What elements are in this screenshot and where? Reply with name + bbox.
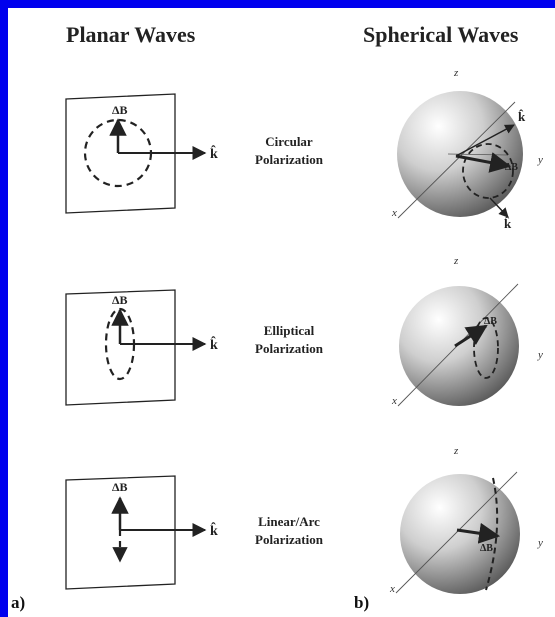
row2-label: Elliptical Polarization (229, 322, 349, 358)
delta-b-label: ΔB (112, 293, 128, 307)
delta-b-label: ΔB (484, 316, 497, 327)
elliptical-path (473, 317, 499, 379)
circular-path (462, 143, 514, 199)
row1-label-line2: Polarization (255, 152, 323, 167)
y-axis-label: y (537, 154, 543, 166)
x-axis-label: x (389, 583, 395, 595)
x-axis-label: x (391, 395, 397, 407)
delta-b-label: ΔB (480, 543, 493, 554)
sphere-elliptical: ΔB z y x (391, 255, 543, 407)
figure-panel: Planar Waves Spherical Waves Circular Po… (8, 8, 555, 617)
k-label-2: k̂ (504, 216, 512, 231)
row2-label-line1: Elliptical (263, 323, 315, 338)
y-axis-label: y (537, 537, 543, 549)
x-axis-label: x (391, 207, 397, 219)
delta-b-arrow (455, 152, 512, 173)
k-arrow-2 (489, 197, 509, 218)
delta-b-arrow (456, 522, 501, 544)
z-axis-label: z (453, 255, 459, 267)
y-axis-label: y (537, 349, 543, 361)
polarization-diagram: ΔB k̂ ΔB k̂ ΔB k̂ (65, 67, 543, 595)
delta-b-label: ΔB (505, 162, 518, 173)
z-axis-label: z (453, 67, 459, 79)
k-arrow (455, 124, 515, 157)
sphere-circular: k̂ ΔB k̂ z y x (391, 67, 543, 231)
row3-label-line2: Polarization (255, 532, 323, 547)
sphere-linear: ΔB z y x (389, 445, 543, 595)
wave-plane (65, 289, 176, 406)
k-label: k̂ (518, 109, 526, 124)
planar-waves-heading: Planar Waves (66, 22, 196, 47)
delta-b-label: ΔB (112, 480, 128, 494)
spherical-waves-heading: Spherical Waves (363, 22, 519, 47)
sphere (400, 474, 520, 594)
wave-plane (65, 93, 176, 214)
wave-plane (65, 475, 176, 590)
row3-label-line1: Linear/Arc (258, 514, 320, 529)
row1-label-line1: Circular (265, 134, 313, 149)
sphere (399, 286, 519, 406)
planar-linear: ΔB k̂ (65, 475, 218, 590)
radial-line (397, 101, 516, 219)
panel-label-b: b) (354, 593, 370, 612)
planar-elliptical: ΔB k̂ (65, 289, 218, 406)
delta-b-label: ΔB (112, 103, 128, 117)
z-axis-label: z (453, 445, 459, 457)
k-label: k̂ (210, 335, 218, 353)
radial-line (395, 471, 518, 594)
row3-label: Linear/Arc Polarization (229, 513, 349, 549)
panel-label-a: a) (11, 593, 26, 612)
k-label: k̂ (210, 144, 218, 162)
k-label: k̂ (210, 521, 218, 539)
row1-label: Circular Polarization (229, 133, 349, 169)
planar-circular: ΔB k̂ (65, 93, 218, 214)
delta-b-arrow (454, 324, 488, 348)
row2-label-line2: Polarization (255, 341, 323, 356)
